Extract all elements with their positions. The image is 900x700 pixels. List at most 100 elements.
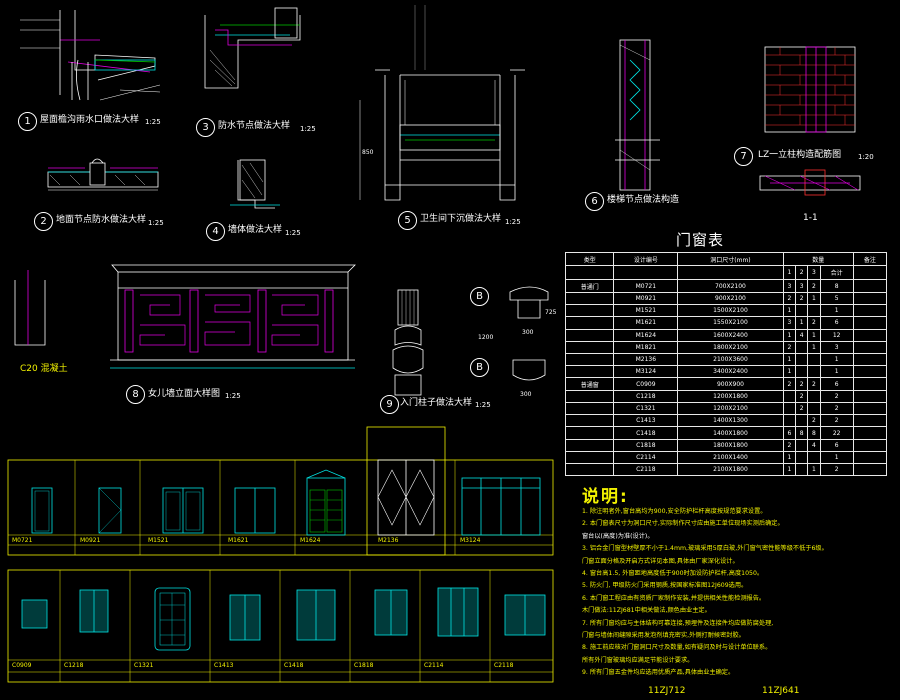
detail-4-scale: 1:25 (285, 229, 301, 237)
table-cell: 1200X1800 (677, 390, 784, 404)
note-line: 9. 所有门窗五金件均应选用优质产品,具体由业主确定。 (582, 669, 735, 677)
table-cell: 2 (794, 402, 809, 416)
header-qty: 数量 (782, 251, 854, 267)
table-cell: M1521 (613, 304, 679, 318)
elevation-code-label: C2118 (494, 662, 514, 669)
table-cell: 8 (807, 426, 821, 440)
elevation-code-label: M3124 (460, 537, 481, 544)
header-size: 洞口尺寸(mm) (677, 251, 784, 267)
detail-4-title: 墙体做法大样 (228, 225, 283, 235)
table-cell: 1550X2100 (677, 316, 784, 330)
note-line: 2. 本门窗表尺寸为洞口尺寸,实际制作尺寸应由施工单位现场实测后确定。 (582, 520, 784, 528)
detail-7-drawing (759, 46, 861, 196)
table-cell: 1800X2100 (677, 340, 784, 354)
table-cell: M3124 (613, 364, 679, 378)
table-cell: 6 (819, 438, 854, 452)
remark-cell (852, 278, 888, 294)
elevation-strip (7, 426, 554, 683)
table-cell: 1 (794, 316, 809, 330)
elevation-code-label: C1218 (64, 662, 84, 669)
table-cell: C1218 (613, 390, 679, 404)
detail-2-drawing (47, 158, 159, 191)
table-cell: 1 (782, 304, 797, 318)
table-header-row: 类型设计编号洞口尺寸(mm)数量备注 (564, 251, 888, 267)
detail-5-drawing (359, 5, 525, 201)
note-line: 3. 铝合金门窗型材壁厚不小于1.4mm,玻璃采用5厚白玻,外门窗气密性能等级不… (582, 545, 828, 553)
group-cell (564, 292, 615, 306)
table-cell (782, 402, 797, 416)
group-cell (564, 462, 615, 477)
note-line: 4. 窗台高1.5, 外窗距地高度低于900时加设防护栏杆,高度1050。 (582, 570, 764, 577)
group-cell (564, 316, 615, 330)
note-line: 木门做法:11ZJ681中相关做法,颜色由业主定。 (582, 607, 711, 615)
table-cell: 4 (794, 328, 809, 342)
table-cell (807, 402, 821, 416)
table-cell: 2 (807, 278, 821, 294)
detail-9-number: 9 (380, 395, 399, 414)
table-cell (807, 390, 821, 404)
subheader-cell: 1 (782, 265, 797, 280)
detail-1-scale: 1:25 (145, 118, 161, 126)
table-cell: 8 (794, 426, 809, 440)
ref-11zj641: 11ZJ641 (762, 686, 800, 696)
group-cell (564, 450, 615, 464)
detail-4-number: 4 (206, 222, 225, 241)
detail-2-title: 地面节点防水做法大样 (56, 215, 147, 225)
table-cell: 2100X1400 (677, 450, 784, 464)
note-line: 1. 除注明者外,窗台高均为900,安全防护栏杆高度按规范要求设置。 (582, 508, 767, 515)
table-cell: 2 (794, 390, 809, 404)
table-cell (794, 462, 809, 477)
table-cell: C2114 (613, 450, 679, 464)
remark-cell (852, 402, 888, 416)
elevation-code-label: M0921 (80, 537, 101, 544)
table-cell: 8 (819, 278, 854, 294)
group-cell (564, 390, 615, 404)
table-cell: 1 (782, 462, 797, 477)
elevation-code-label: C2114 (424, 662, 444, 669)
table-cell: 2 (819, 402, 854, 416)
remark-cell (852, 438, 888, 452)
table-cell: C1321 (613, 402, 679, 416)
table-cell: M0721 (613, 278, 679, 294)
table-cell (794, 364, 809, 378)
group-cell (564, 340, 615, 354)
table-cell: 1 (807, 292, 821, 306)
remark-cell (852, 390, 888, 404)
elevation-code-label: M0721 (12, 537, 33, 544)
subheader-cell: 合计 (819, 265, 854, 280)
table-cell: 1600X2400 (677, 328, 784, 342)
remark-cell (852, 340, 888, 354)
table-cell: M1621 (613, 316, 679, 330)
table-cell: 1 (819, 364, 854, 378)
note-line: 门窗立面分格及开启方式详见本图,具体由厂家深化设计。 (582, 557, 739, 565)
table-cell (794, 304, 809, 318)
subheader-cell (613, 265, 679, 280)
table-cell: 2 (819, 390, 854, 404)
section-1-1-label: 1-1 (803, 213, 818, 223)
table-cell: 2 (819, 414, 854, 428)
remark-cell (852, 328, 888, 342)
detail-9-title: 入门柱子做法大样 (400, 398, 473, 408)
header-code: 设计编号 (613, 251, 679, 267)
table-cell: M1624 (613, 328, 679, 342)
table-cell: 6 (782, 426, 797, 440)
table-cell (807, 450, 821, 464)
detail-6-number: 6 (585, 192, 604, 211)
detail-9-scale: 1:25 (475, 401, 491, 409)
elevation-code-label: C1418 (284, 662, 304, 669)
dim-850: 850 (362, 149, 374, 156)
detail-9-drawing (392, 286, 549, 396)
note-line: 5. 防火门, 甲级防火门采用钢质,按国家标准图12J609选用。 (582, 582, 748, 590)
detail-6-title: 楼梯节点做法构造 (607, 195, 680, 205)
note-line: 7. 所有门窗均应与主体结构可靠连接,预埋件及连接件均应做防腐处理, (582, 619, 774, 627)
table-cell: C1418 (613, 426, 679, 440)
group-cell (564, 414, 615, 428)
detail-3-title: 防水节点做法大样 (218, 121, 291, 131)
